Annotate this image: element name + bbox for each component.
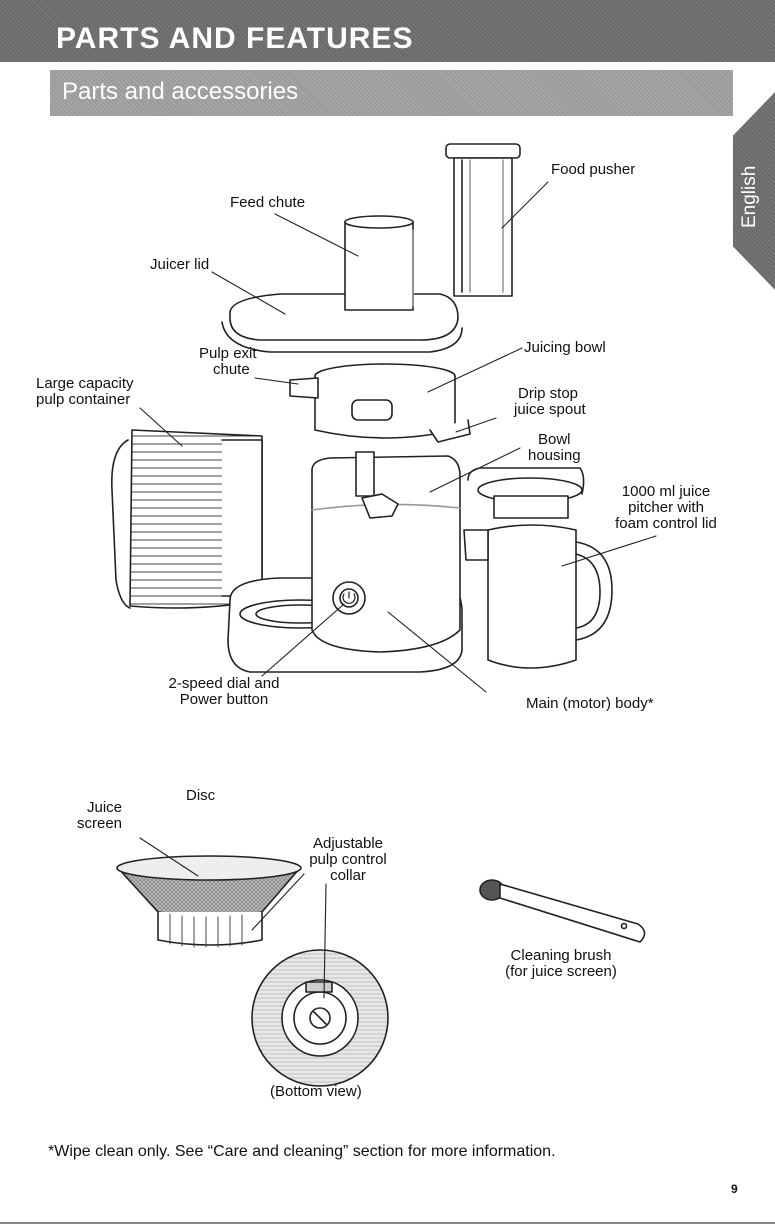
juice-screen-drawing xyxy=(116,855,302,948)
label-collar-line-1: Adjustable xyxy=(312,835,384,852)
label-pulp-exit-chute: Pulp exit chute xyxy=(199,346,257,378)
label-juice-screen-line-1: Juice xyxy=(87,799,123,816)
section-banner xyxy=(50,70,733,116)
juicing-bowl-drawing xyxy=(289,363,471,443)
label-dial-line-1: 2-speed dial and xyxy=(168,675,280,692)
label-bottom-view: (Bottom view) xyxy=(270,1083,362,1100)
label-dial-line-2: Power button xyxy=(179,691,269,708)
label-drip-stop-line-1: Drip stop xyxy=(518,385,579,402)
label-juice-screen: Juice screen xyxy=(77,800,122,832)
label-juice-screen-line-2: screen xyxy=(77,815,123,832)
label-brush-line-2: (for juice screen) xyxy=(505,963,617,980)
pitcher-drawing xyxy=(463,467,613,669)
leader-lines xyxy=(139,181,657,999)
bottom-view-drawing xyxy=(251,949,389,1087)
label-large-capacity-line-1: Large capacity xyxy=(36,375,134,392)
label-pitcher-line-2: pitcher with xyxy=(628,499,704,516)
label-collar-line-2: pulp control xyxy=(309,851,387,868)
label-drip-stop: Drip stop juice spout xyxy=(514,386,586,418)
label-cleaning-brush: Cleaning brush (for juice screen) xyxy=(486,948,636,980)
label-juicer-lid: Juicer lid xyxy=(150,256,210,273)
footnote: *Wipe clean only. See “Care and cleaning… xyxy=(48,1143,556,1160)
label-brush-line-1: Cleaning brush xyxy=(510,947,612,964)
label-large-capacity-line-2: pulp container xyxy=(36,391,131,408)
pulp-container-drawing xyxy=(111,429,263,609)
label-juicing-bowl: Juicing bowl xyxy=(524,339,606,356)
label-bowl-housing: Bowl housing xyxy=(528,432,581,464)
juicer-lid-drawing xyxy=(221,215,463,353)
label-pulp-exit-line-1: Pulp exit xyxy=(199,345,257,362)
label-disc: Disc xyxy=(186,787,216,804)
food-pusher-drawing xyxy=(445,143,521,297)
cleaning-brush-drawing xyxy=(479,879,646,943)
label-pitcher-line-3: foam control lid xyxy=(615,515,717,532)
label-collar: Adjustable pulp control collar xyxy=(298,836,398,884)
label-main-body: Main (motor) body* xyxy=(526,695,654,712)
label-pitcher: 1000 ml juice pitcher with foam control … xyxy=(606,484,726,532)
label-bowl-housing-line-1: Bowl xyxy=(538,431,571,448)
label-pitcher-line-1: 1000 ml juice xyxy=(621,483,711,500)
label-drip-stop-line-2: juice spout xyxy=(514,401,586,418)
bottom-rule xyxy=(0,1222,775,1224)
label-food-pusher: Food pusher xyxy=(551,161,636,178)
label-collar-line-3: collar xyxy=(330,867,366,884)
page-number: 9 xyxy=(731,1182,738,1196)
section-title: Parts and accessories xyxy=(62,78,299,105)
page-title: PARTS AND FEATURES xyxy=(56,22,414,55)
label-feed-chute: Feed chute xyxy=(230,194,306,211)
main-body-drawing xyxy=(227,451,463,673)
label-dial: 2-speed dial and Power button xyxy=(154,676,294,708)
label-bowl-housing-line-2: housing xyxy=(528,447,581,464)
title-banner xyxy=(0,0,775,62)
label-pulp-exit-line-2: chute xyxy=(213,361,250,378)
label-large-capacity: Large capacity pulp container xyxy=(36,376,134,408)
